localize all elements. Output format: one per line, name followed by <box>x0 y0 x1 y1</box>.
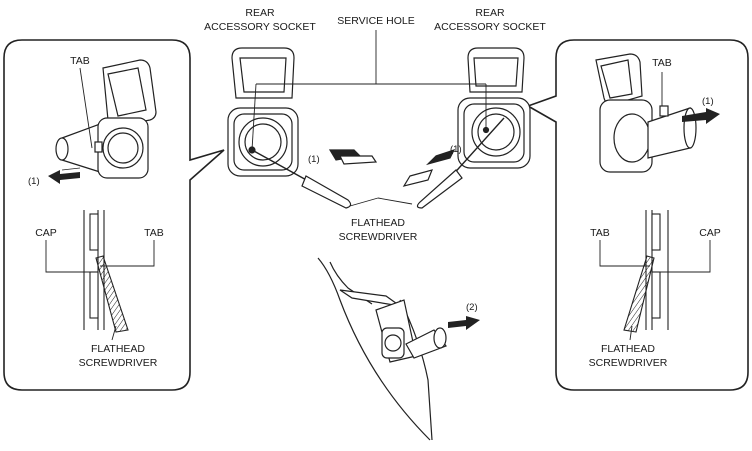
rear-socket-right-label-line1: REAR <box>475 7 505 19</box>
rear-socket-right-label-line2: ACCESSORY SOCKET <box>434 21 546 33</box>
step-1-right-panel-label: (1) <box>702 96 714 107</box>
step-1-center-left-label: (1) <box>308 154 320 165</box>
flathead-left-label-line2: SCREWDRIVER <box>79 357 158 369</box>
tab-left-top-leader <box>79 67 93 149</box>
flathead-center-label-line1: FLATHEAD <box>351 217 405 229</box>
left-detail-panel <box>3 39 225 391</box>
center-right-socket <box>402 47 531 209</box>
rear-socket-left-label-line2: ACCESSORY SOCKET <box>204 21 316 33</box>
tab-left-top-label: TAB <box>70 55 90 67</box>
left-section-view <box>45 210 155 341</box>
tab-right-top-label: TAB <box>652 57 672 69</box>
right-socket-illustration <box>595 53 720 173</box>
step-1-left-panel-label: (1) <box>28 176 40 187</box>
flathead-right-label-line2: SCREWDRIVER <box>589 357 668 369</box>
right-section-view <box>599 210 711 341</box>
step-2-label: (2) <box>466 302 478 313</box>
tab-left-bottom-label: TAB <box>144 227 164 239</box>
right-detail-panel <box>526 39 749 391</box>
cap-left-label: CAP <box>35 227 57 239</box>
service-hole-leaders <box>251 30 487 207</box>
center-left-socket <box>227 47 378 209</box>
service-hole-label: SERVICE HOLE <box>337 15 414 27</box>
step-1-center-right-label: (1) <box>450 144 462 155</box>
flathead-left-label-line1: FLATHEAD <box>91 343 145 355</box>
flathead-right-label-line1: FLATHEAD <box>601 343 655 355</box>
cap-right-label: CAP <box>699 227 721 239</box>
flathead-center-label-line2: SCREWDRIVER <box>339 231 418 243</box>
installation-scene <box>317 257 480 441</box>
tab-right-bottom-label: TAB <box>590 227 610 239</box>
rear-socket-left-label-line1: REAR <box>245 7 275 19</box>
